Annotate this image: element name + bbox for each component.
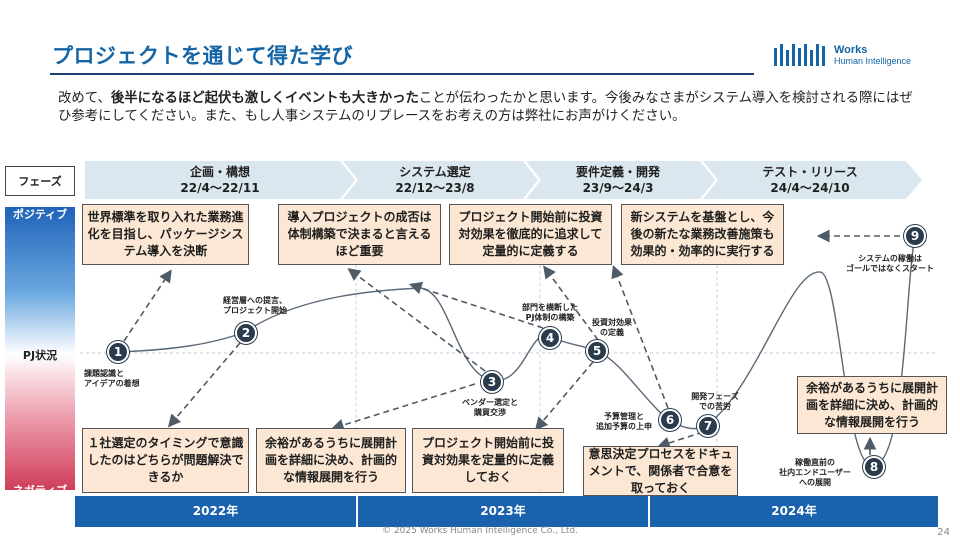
arrow-2-down (167, 342, 241, 428)
intro-paragraph: 改めて、後半になるほど起伏も激しくイベントも大きかったことが伝わったかと思います… (58, 90, 918, 126)
negative-card-4: 意思決定プロセスをドキュメントで、関係者で合意を取っておく (583, 446, 738, 496)
negative-card-5: 余裕があるうちに展開計画を詳細に決め、計画的な情報展開を行う (797, 376, 947, 434)
arrow-5-up (543, 265, 599, 341)
arrow-7-down (656, 431, 704, 450)
phase-3: 要件定義・開発 23/9〜24/3 (543, 164, 693, 196)
negative-card-1: １社選定のタイミングで意識したのはどちらが問題解決できるか (82, 428, 249, 493)
phase-label: フェーズ (5, 166, 75, 196)
event-node-5: 5 (586, 340, 608, 362)
axis-negative-label: ネガティブ (12, 484, 68, 497)
phase-3-period: 23/9〜24/3 (582, 181, 654, 195)
intro-text-bold: 後半になるほど起伏も激しくイベントも大きかった (110, 91, 419, 106)
phase-2: システム選定 22/12〜23/8 (360, 164, 510, 196)
phase-4: テスト・リリース 24/4〜24/10 (730, 164, 890, 196)
arrow-4-up (408, 281, 544, 329)
year-divider-2 (648, 496, 650, 527)
phase-1-period: 22/4〜22/11 (180, 181, 260, 195)
logo-mark-icon (774, 44, 825, 66)
event-note-3: ベンダー選定と購買交渉 (462, 398, 518, 417)
axis-positive-label: ポジティブ (12, 208, 68, 221)
copyright: © 2025 Works Human Intelligence Co., Ltd… (382, 526, 578, 536)
arrow-5-down (534, 361, 594, 431)
event-node-6: 6 (659, 409, 681, 431)
phase-2-period: 22/12〜23/8 (395, 181, 475, 195)
arrow-1-up (123, 269, 172, 342)
year-2024: 2024年 (771, 504, 817, 518)
negative-card-3: プロジェクト開始前に投資対効果を定量的に定義しておく (412, 428, 564, 493)
event-note-1: 課題認識とアイデアの着想 (84, 369, 140, 388)
arrow-6-up (611, 265, 669, 409)
phase-1-name: 企画・構想 (189, 165, 250, 179)
sentiment-axis (5, 207, 75, 490)
positive-card-1: 世界標準を取り入れた業務進化を目指し、パッケージシステム導入を決断 (82, 204, 249, 265)
axis-middle-label: PJ状況 (22, 349, 58, 362)
phase-4-period: 24/4〜24/10 (770, 181, 850, 195)
event-node-2: 2 (235, 322, 257, 344)
arrow-3-down (330, 383, 476, 432)
event-node-1: 1 (107, 341, 129, 363)
event-note-2: 経営層への提言、プロジェクト開始 (223, 296, 287, 315)
positive-card-3: プロジェクト開始前に投資対効果を徹底的に追求して定量的に定義する (449, 204, 612, 265)
event-node-7: 7 (697, 415, 719, 437)
page-title: プロジェクトを通じて得た学び (52, 44, 353, 68)
event-node-4: 4 (539, 327, 561, 349)
intro-text-2: ことが伝わったかと思います。今後みなさまがシステム導入を検討される際にはぜひ参考… (58, 91, 913, 124)
positive-card-4: 新システムを基盤とし、今後の新たな業務改善施策も効果的・効率的に実行する (621, 204, 784, 265)
negative-card-2: 余裕があるうちに展開計画を詳細に決め、計画的な情報展開を行う (256, 428, 406, 493)
phase-3-name: 要件定義・開発 (575, 165, 660, 179)
arrow-3-up (347, 268, 486, 372)
event-node-9: 9 (904, 225, 926, 247)
title-underline (50, 73, 754, 75)
phase-2-name: システム選定 (399, 165, 471, 179)
event-note-7: 開発フェーズでの苦労 (691, 392, 739, 411)
event-note-8: 稼働直前の社内エンドユーザーへの展開 (779, 458, 851, 487)
event-note-5: 投資対効果の定義 (592, 318, 632, 337)
event-note-6: 予算管理と追加予算の上申 (596, 412, 652, 431)
phase-1: 企画・構想 22/4〜22/11 (150, 164, 290, 196)
event-note-9: システムの稼働はゴールではなくスタート (846, 254, 934, 273)
year-2023: 2023年 (480, 504, 526, 518)
year-bar (75, 496, 938, 527)
event-node-3: 3 (481, 371, 503, 393)
positive-card-2: 導入プロジェクトの成否は体制構築で決まると言えるほど重要 (278, 204, 441, 265)
phase-4-name: テスト・リリース (762, 165, 858, 179)
intro-text-1: 改めて、 (58, 91, 111, 106)
page-number: 24 (937, 527, 950, 538)
event-node-8: 8 (863, 456, 885, 478)
logo-text-line1: Works (834, 44, 868, 56)
company-logo: Works Human Intelligence (774, 44, 934, 70)
year-2022: 2022年 (192, 504, 239, 518)
year-divider-1 (356, 496, 358, 527)
logo-text-line2: Human Intelligence (834, 56, 912, 66)
